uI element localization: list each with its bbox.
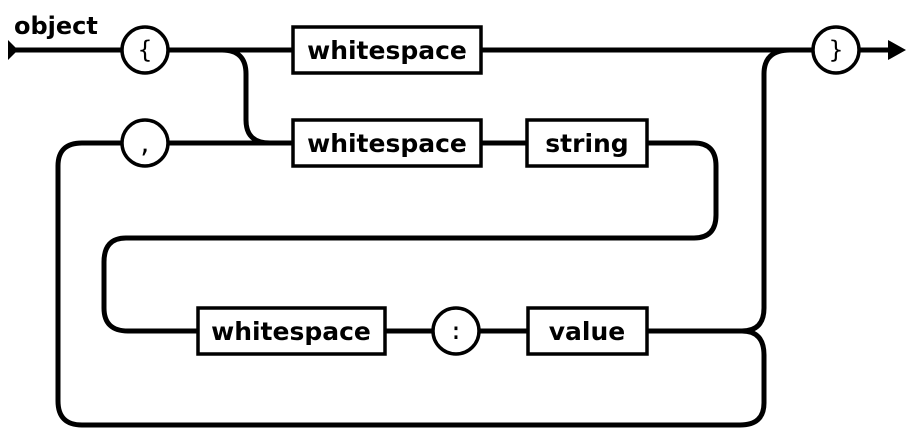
- whitespace-top-label: whitespace: [307, 36, 467, 65]
- exit-arrow-icon: [888, 40, 906, 60]
- string-label: string: [545, 129, 628, 158]
- box-whitespace-top: whitespace: [291, 25, 483, 75]
- box-value: value: [526, 306, 649, 356]
- terminal-colon: :: [431, 306, 481, 356]
- box-whitespace-bottom: whitespace: [196, 306, 387, 356]
- comma-label: ,: [138, 130, 152, 158]
- rails: [8, 40, 906, 428]
- rail-loop-back: [55, 140, 767, 428]
- box-whitespace-mid: whitespace: [291, 118, 483, 168]
- rail-value-up: [741, 47, 791, 334]
- colon-label: :: [449, 317, 463, 345]
- terminal-close-brace: }: [811, 25, 861, 75]
- terminal-comma: ,: [120, 118, 170, 168]
- rail-branch-down: [221, 47, 293, 146]
- whitespace-mid-label: whitespace: [307, 129, 467, 158]
- value-label: value: [549, 317, 626, 346]
- whitespace-bottom-label: whitespace: [211, 317, 371, 346]
- box-string: string: [525, 118, 649, 168]
- terminal-open-brace: {: [120, 25, 170, 75]
- rail-serpentine: [101, 140, 719, 334]
- diagram-title: object: [14, 12, 98, 40]
- open-brace-label: {: [138, 36, 152, 64]
- close-brace-label: }: [829, 36, 843, 64]
